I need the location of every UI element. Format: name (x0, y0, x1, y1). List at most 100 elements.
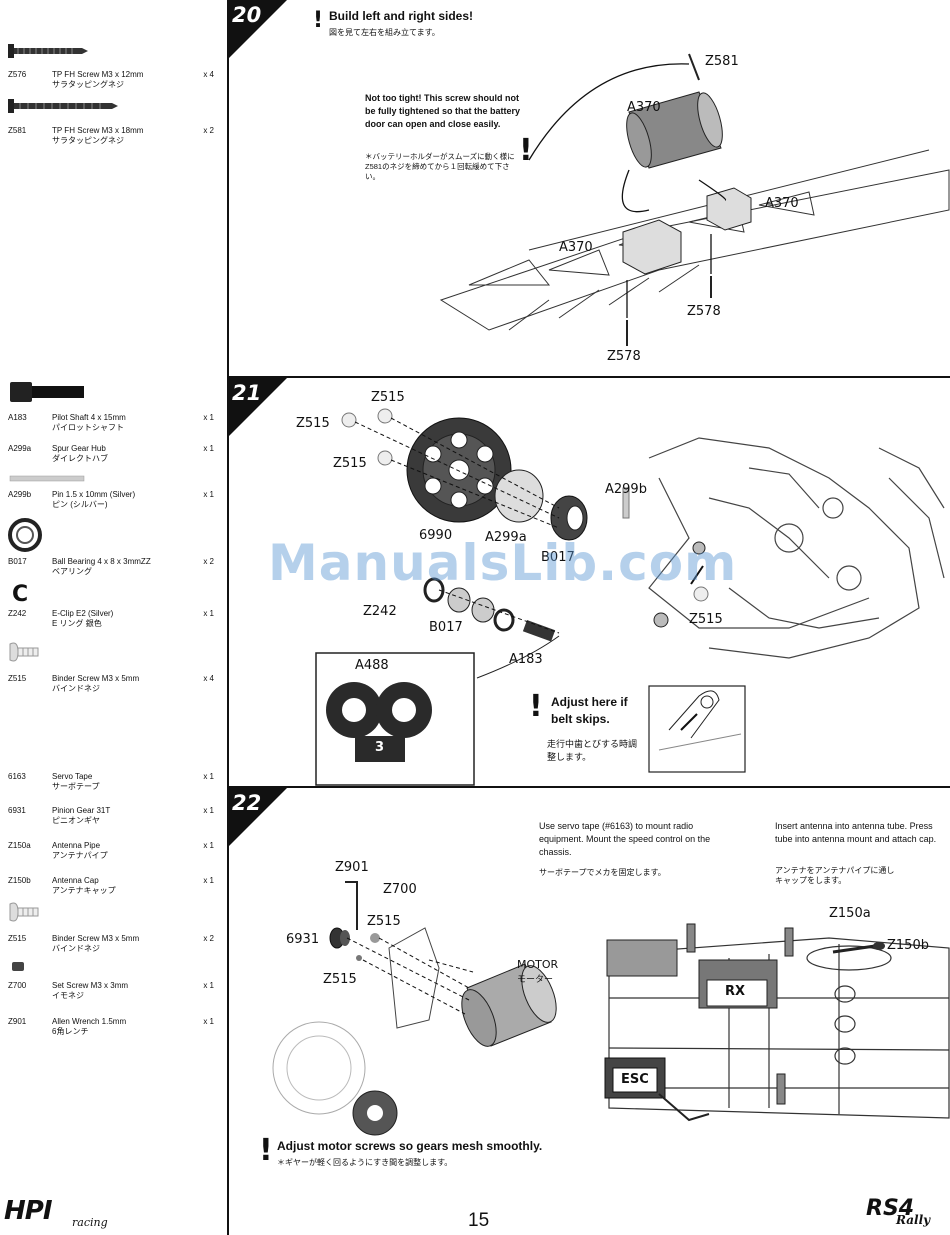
motor-and-radio-illustration (272, 881, 950, 1136)
bearing-icon (8, 518, 42, 552)
part-name-en: Set Screw M3 x 3mm (52, 981, 129, 990)
step-number-badge (229, 0, 287, 58)
step-number-badge (229, 788, 287, 846)
step-20-panel: 20 ! Build left and right sides! 図を見て左右を… (229, 0, 950, 378)
caution-icon: ! (529, 689, 543, 724)
part-code: Z150b (8, 876, 31, 885)
part-code: Z242 (8, 609, 27, 618)
label-z515: Z515 (333, 456, 367, 471)
label-b017: B017 (541, 550, 575, 565)
antenna-note-jp: アンテナをアンテナパイプに通しキャップをします。 (775, 866, 895, 885)
part-qty: x 2 (203, 126, 214, 135)
inset-number: 3 (375, 740, 385, 755)
part-qty: x 1 (203, 490, 214, 499)
part-code: 6931 (8, 806, 26, 815)
part-name-en: Pilot Shaft 4 x 15mm (52, 413, 126, 422)
part-name-jp: サラタッピングネジ (52, 80, 124, 89)
hpi-logo-text: HPI (4, 1196, 52, 1226)
part-code: Z581 (8, 126, 27, 135)
step-number-badge (229, 378, 287, 436)
chassis-side-illustration (439, 53, 950, 346)
part-name-jp: ピン (シルバー) (52, 500, 108, 509)
part-qty: x 1 (203, 1017, 214, 1026)
part-code: B017 (8, 557, 27, 566)
label-a299a: A299a (485, 530, 527, 545)
antenna-note: Insert antenna into antenna tube. Press … (775, 821, 937, 844)
part-name-jp: イモネジ (52, 991, 84, 1000)
part-name-en: Binder Screw M3 x 5mm (52, 674, 140, 683)
label-rx: RX (725, 984, 746, 999)
part-name-jp: サラタッピングネジ (52, 136, 124, 145)
label-z578: Z578 (687, 304, 721, 319)
part-qty: x 4 (203, 674, 214, 683)
label-z515: Z515 (296, 416, 330, 431)
label-a299b: A299b (605, 482, 647, 497)
step-title-jp: 図を見て左右を組み立てます。 (329, 28, 440, 37)
part-name-en: Ball Bearing 4 x 8 x 3mmZZ (52, 557, 151, 566)
part-code: A183 (8, 413, 27, 422)
servo-tape-note: Use servo tape (#6163) to mount radio eq… (539, 821, 711, 857)
step-number: 22 (232, 791, 262, 815)
part-name-en: Allen Wrench 1.5mm (52, 1017, 127, 1026)
rs4-rally-logo: RS4 Rally (866, 1196, 946, 1230)
part-name-en: Pinion Gear 31T (52, 806, 111, 815)
spur-gear-assembly-illustration (315, 408, 945, 786)
part-code: Z515 (8, 674, 27, 683)
part-name-jp: ダイレクトハブ (52, 454, 108, 463)
part-code: Z901 (8, 1017, 27, 1026)
part-qty: x 2 (203, 557, 214, 566)
label-z150a: Z150a (829, 906, 871, 921)
page-number: 15 (468, 1210, 490, 1231)
caution-icon: ! (519, 133, 533, 168)
set-screw-icon (12, 962, 24, 971)
label-z242: Z242 (363, 604, 397, 619)
label-z515: Z515 (367, 914, 401, 929)
part-name-jp: E リング 銀色 (52, 619, 102, 628)
hpi-racing-logo: HPI racing (4, 1196, 144, 1232)
label-z515: Z515 (371, 390, 405, 405)
part-name-jp: サーボテープ (52, 782, 100, 791)
label-z515: Z515 (689, 612, 723, 627)
label-z581: Z581 (705, 54, 739, 69)
label-6931: 6931 (286, 932, 320, 947)
binder-screw-icon (9, 902, 39, 922)
part-code: A299b (8, 490, 32, 499)
step-21-panel: 21 (229, 378, 950, 788)
e-clip-icon: C (12, 582, 29, 607)
label-motor: MOTOR (517, 958, 559, 971)
part-name-en: Pin 1.5 x 10mm (Silver) (52, 490, 136, 499)
label-esc: ESC (621, 1072, 649, 1087)
label-a370: A370 (765, 196, 799, 211)
motor-adjust-note-jp: ＊ギヤーが軽く回るようにすき間を調整します。 (277, 1158, 453, 1167)
part-name-jp: 6角レンチ (52, 1027, 89, 1036)
step-title: Build left and right sides! (329, 9, 474, 23)
step-number: 20 (232, 3, 262, 27)
part-code: 6163 (8, 772, 26, 781)
part-qty: x 1 (203, 841, 214, 850)
part-name-en: Spur Gear Hub (52, 444, 106, 453)
label-z700: Z700 (383, 882, 417, 897)
caution-icon: ! (313, 8, 324, 33)
part-name-en: Antenna Pipe (52, 841, 101, 850)
part-code: A299a (8, 444, 32, 453)
part-name: Pin 1.5 x 10mm (Silver)ピン (シルバー) (52, 490, 192, 510)
part-code: Z150a (8, 841, 31, 850)
adjust-belt-note-jp: 走行中歯とびする時調整します。 (547, 739, 638, 762)
column-divider (227, 0, 229, 1235)
part-qty: x 1 (203, 609, 214, 618)
binder-screw-icon (9, 642, 39, 662)
part-qty: x 1 (203, 444, 214, 453)
part-name-jp: アンテナパイプ (52, 851, 108, 860)
shaft-icon (10, 382, 84, 402)
part-qty: x 1 (203, 806, 214, 815)
part-name-jp: アンテナキャップ (52, 886, 116, 895)
label-a488: A488 (355, 658, 389, 673)
